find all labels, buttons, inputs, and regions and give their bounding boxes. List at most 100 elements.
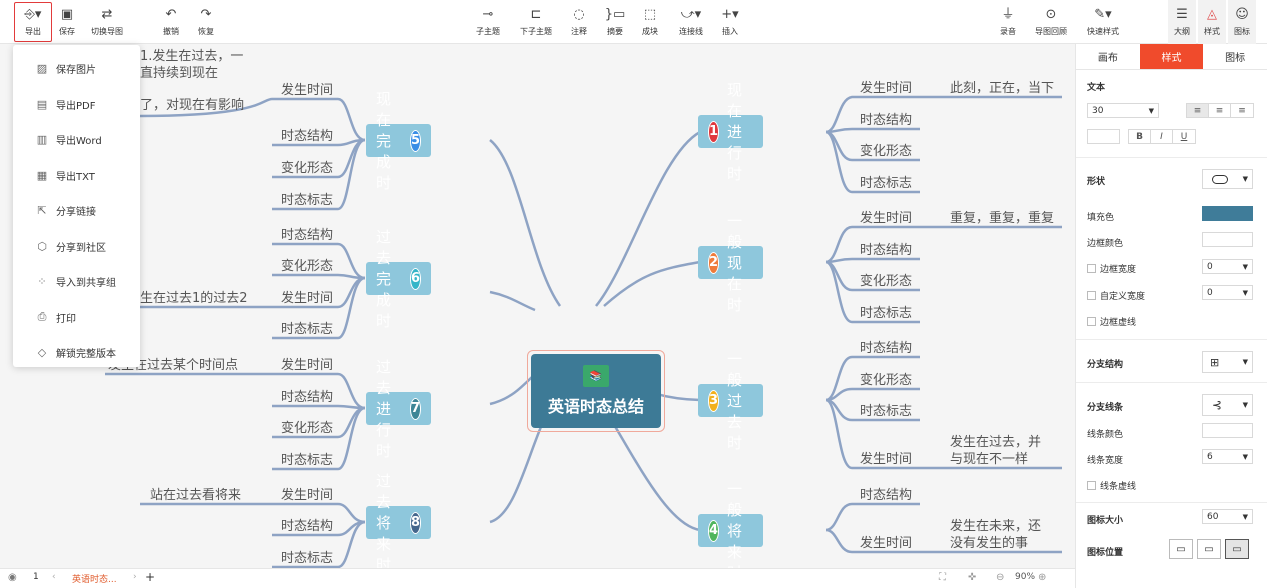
underline-icon[interactable]: U	[1180, 131, 1188, 142]
subtopic-button[interactable]: ⊸子主题	[476, 7, 500, 36]
menu-item-import-group[interactable]: ⁘导入到共享组	[13, 264, 140, 300]
bold-icon[interactable]: B	[1129, 130, 1151, 143]
export-button[interactable]: ⎆▾导出	[14, 2, 52, 42]
sheet-tab[interactable]: 英语时态...	[72, 575, 117, 585]
menu-item-save-image[interactable]: ▨保存图片	[13, 51, 140, 87]
locate-icon[interactable]: ✜	[968, 572, 977, 583]
tab-style[interactable]: 样式	[1139, 44, 1204, 69]
note-label[interactable]: 站在过去看将来	[150, 488, 242, 503]
child-subtopic-button[interactable]: ⊏下子主题	[520, 7, 552, 36]
subtopic-label[interactable]: 时态结构	[281, 519, 334, 534]
note-button[interactable]: ◌注释	[571, 7, 587, 36]
note-label[interactable]: 发生在过去，并	[950, 435, 1042, 450]
tab-canvas[interactable]: 画布	[1097, 53, 1118, 64]
style-button[interactable]: ◬样式	[1198, 0, 1226, 44]
insert-button[interactable]: +▾插入	[721, 7, 739, 36]
line-width-select[interactable]: 6▼	[1202, 449, 1253, 464]
add-sheet-icon[interactable]: +	[145, 570, 156, 584]
subtopic-label[interactable]: 发生时间	[281, 291, 334, 306]
custom-width-checkbox[interactable]	[1087, 291, 1096, 300]
border-width-select[interactable]: 0▼	[1202, 259, 1253, 274]
subtopic-label[interactable]: 发生时间	[281, 358, 334, 373]
menu-item-export-word[interactable]: ▥导出Word	[13, 122, 140, 158]
border-color-swatch[interactable]	[1202, 232, 1253, 247]
quick-style-button[interactable]: ✎▾快速样式	[1087, 7, 1119, 36]
zoom-out-icon[interactable]: ⊖	[996, 572, 1005, 583]
note-label[interactable]: 直持续到现在	[140, 66, 219, 81]
subtopic-label[interactable]: 发生时间	[281, 488, 334, 503]
subtopic-label[interactable]: 时态结构	[281, 390, 334, 405]
menu-item-export-pdf[interactable]: ▤导出PDF	[13, 87, 140, 123]
map-review-button[interactable]: ⊙导图回顾	[1035, 7, 1067, 36]
note-label[interactable]: 此刻，正在，当下	[950, 81, 1055, 96]
subtopic-label[interactable]: 变化形态	[281, 259, 334, 274]
subtopic-label[interactable]: 发生时间	[860, 211, 913, 226]
note-label[interactable]: 重复，重复，重复	[950, 211, 1055, 226]
icon-position-left-icon[interactable]: ▭	[1169, 539, 1193, 559]
note-label[interactable]: 了，对现在有影响	[140, 98, 245, 113]
menu-item-share-link[interactable]: ⇱分享链接	[13, 193, 140, 229]
subtopic-label[interactable]: 变化形态	[860, 274, 913, 289]
subtopic-label[interactable]: 变化形态	[281, 421, 334, 436]
subtopic-label[interactable]: 时态标志	[860, 306, 913, 321]
central-topic[interactable]: 📚 英语时态总结	[527, 350, 665, 432]
undo-button[interactable]: ↶撤销	[163, 7, 179, 36]
subtopic-label[interactable]: 时态标志	[281, 193, 334, 208]
note-label[interactable]: 发生在过去某个时间点	[108, 358, 239, 373]
icon-position-right-icon[interactable]: ▭	[1225, 539, 1249, 559]
subtopic-label[interactable]: 时态结构	[281, 228, 334, 243]
save-button[interactable]: ▣保存	[59, 7, 75, 36]
subtopic-label[interactable]: 发生时间	[860, 452, 913, 467]
summary-button[interactable]: }▭摘要	[604, 7, 626, 36]
icon-size-select[interactable]: 60▼	[1202, 509, 1253, 524]
topic-simple-future[interactable]: 4一般将来时	[698, 480, 764, 568]
menu-item-unlock-full[interactable]: ◇解锁完整版本	[13, 335, 140, 371]
zoom-in-icon[interactable]: ⊕	[1038, 572, 1047, 583]
align-center-icon[interactable]: ≡	[1209, 104, 1231, 117]
border-width-checkbox[interactable]	[1087, 264, 1096, 273]
subtopic-label[interactable]: 变化形态	[860, 373, 913, 388]
note-label[interactable]: 发生在未来，还	[950, 519, 1042, 534]
note-label[interactable]: 1.发生在过去，一	[140, 49, 244, 64]
fill-color-swatch[interactable]	[1202, 206, 1253, 221]
prev-page-icon[interactable]: ‹	[52, 572, 56, 582]
font-size-select[interactable]: 30▼	[1087, 103, 1159, 118]
outline-button[interactable]: ☰大纲	[1168, 0, 1196, 44]
subtopic-label[interactable]: 时态标志	[860, 176, 913, 191]
line-color-swatch[interactable]	[1202, 423, 1253, 438]
subtopic-label[interactable]: 变化形态	[281, 161, 334, 176]
italic-icon[interactable]: I	[1151, 130, 1173, 143]
icon-position-top-icon[interactable]: ▭	[1197, 539, 1221, 559]
shape-select[interactable]: ▼	[1202, 169, 1253, 189]
tab-icon[interactable]: 图标	[1225, 53, 1246, 64]
fit-screen-icon[interactable]: ⛶	[939, 572, 946, 583]
line-dashed-checkbox[interactable]	[1087, 481, 1096, 490]
subtopic-label[interactable]: 发生时间	[860, 536, 913, 551]
branch-line-select[interactable]: ⊰▼	[1202, 394, 1253, 416]
switch-map-button[interactable]: ⇄切换导图	[91, 7, 123, 36]
subtopic-label[interactable]: 时态标志	[281, 322, 334, 337]
align-left-icon[interactable]: ≡	[1187, 104, 1209, 117]
icon-button[interactable]: ☺图标	[1228, 0, 1256, 44]
subtopic-label[interactable]: 时态结构	[281, 129, 334, 144]
subtopic-label[interactable]: 发生时间	[860, 81, 913, 96]
connector-button[interactable]: ⤻▾连接线	[679, 7, 703, 36]
menu-item-export-txt[interactable]: ▦导出TXT	[13, 158, 140, 194]
border-dashed-checkbox[interactable]	[1087, 317, 1096, 326]
note-label[interactable]: 与现在不一样	[950, 452, 1029, 467]
custom-width-select[interactable]: 0▼	[1202, 285, 1253, 300]
subtopic-label[interactable]: 发生时间	[281, 83, 334, 98]
subtopic-label[interactable]: 时态结构	[860, 488, 913, 503]
subtopic-label[interactable]: 时态结构	[860, 113, 913, 128]
align-right-icon[interactable]: ≡	[1238, 105, 1246, 116]
eye-icon[interactable]: ◉	[8, 572, 17, 583]
subtopic-label[interactable]: 时态结构	[860, 243, 913, 258]
menu-item-share-community[interactable]: ⬡分享到社区	[13, 229, 140, 265]
